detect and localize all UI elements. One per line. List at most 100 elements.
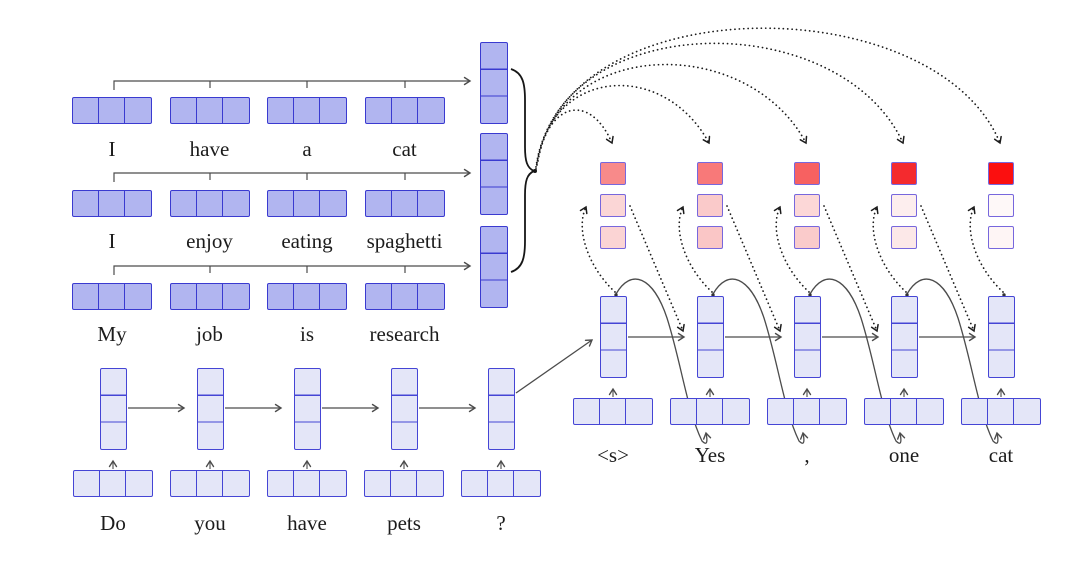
word-embedding-box — [72, 97, 152, 124]
attention-cell — [794, 162, 820, 185]
word-embedding-box — [72, 283, 152, 310]
memory-to-attention-arc-3 — [536, 63, 808, 166]
memory-word: My — [97, 322, 127, 346]
memory-word: enjoy — [186, 229, 233, 253]
attention-cell — [794, 194, 820, 217]
attention-cell — [988, 162, 1014, 185]
decoder-state-dot-2 — [711, 293, 715, 297]
encoder-state — [487, 368, 515, 450]
sentence-2-collect-ticks — [209, 173, 406, 180]
word-embedding-box — [169, 97, 250, 124]
attention-cell — [988, 194, 1014, 217]
decoder-state — [793, 296, 821, 378]
query-curve-1 — [579, 205, 616, 293]
query-curve-5 — [967, 205, 1004, 293]
output-curve-1 — [615, 278, 712, 444]
word-embedding-box — [72, 190, 152, 217]
output-curve-3 — [809, 278, 906, 444]
token-embedding-box — [267, 470, 347, 497]
word-embedding-box — [169, 283, 250, 310]
attention-cell — [600, 162, 626, 185]
word-embedding-box — [364, 97, 445, 124]
word-embedding-box — [267, 283, 347, 310]
attention-cell — [891, 194, 917, 217]
sentence-1-collect-ticks — [209, 81, 406, 88]
attention-cell — [891, 226, 917, 249]
memory-to-attention-arc-1 — [535, 109, 614, 170]
sentence-vector — [480, 226, 508, 308]
token-embedding-box — [961, 398, 1041, 425]
attention-cell — [600, 194, 626, 217]
attention-cell — [697, 194, 723, 217]
memory-brace-dot — [533, 169, 537, 173]
decoder-state-dot-4 — [905, 293, 909, 297]
encoder-token-label: ? — [496, 511, 506, 535]
decoder-state — [696, 296, 724, 378]
memory-brace — [510, 68, 537, 273]
attention-to-state-diagonal-4 — [920, 205, 976, 333]
encoder-token-label: Do — [100, 511, 126, 535]
encoder-to-decoder-arrow — [515, 339, 594, 394]
sentence-1-collect-arrow — [113, 76, 472, 90]
memory-to-attention-arc-2 — [535, 84, 711, 168]
attention-cell — [697, 226, 723, 249]
output-curve-4 — [906, 278, 1003, 444]
memory-word: a — [302, 137, 312, 161]
memory-word: I — [108, 137, 116, 161]
query-curve-3 — [773, 205, 810, 293]
sentence-vector — [480, 133, 508, 215]
attention-to-state-diagonal-3 — [823, 205, 879, 333]
memory-word: cat — [392, 137, 417, 161]
encoder-token-label: have — [287, 511, 327, 535]
token-embedding-box — [461, 470, 541, 497]
word-embedding-box — [267, 97, 347, 124]
encoder-state — [390, 368, 418, 450]
memory-word: job — [196, 322, 223, 346]
decoder-token-label: one — [888, 443, 920, 467]
token-embedding-box — [670, 398, 750, 425]
encoder-state — [293, 368, 321, 450]
memory-word: have — [189, 137, 230, 161]
decoder-token-label: cat — [988, 443, 1014, 467]
attention-cell — [988, 226, 1014, 249]
attention-cell — [794, 226, 820, 249]
sentence-3-collect-ticks — [209, 266, 406, 273]
token-embedding-box — [170, 470, 250, 497]
memory-word: eating — [281, 229, 333, 253]
word-embedding-box — [267, 190, 347, 217]
encoder-state — [196, 368, 224, 450]
sentence-2-collect-arrow — [113, 168, 472, 182]
memory-word: research — [369, 322, 440, 346]
encoder-state — [99, 368, 127, 450]
decoder-state — [890, 296, 918, 378]
sentence-3-collect-arrow — [113, 261, 472, 275]
token-embedding-box — [364, 470, 444, 497]
token-embedding-box — [73, 470, 153, 497]
attention-to-state-diagonal-1 — [629, 205, 685, 333]
decoder-state-dot-1 — [614, 293, 618, 297]
decoder-state-dot-3 — [808, 293, 812, 297]
token-embedding-box — [767, 398, 847, 425]
memory-to-attention-arc-5 — [537, 27, 1002, 162]
word-embedding-box — [169, 190, 250, 217]
attention-cell — [600, 226, 626, 249]
decoder-token-label: Yes — [694, 443, 726, 467]
sentence-vector — [480, 42, 508, 124]
memory-to-attention-arc-4 — [536, 42, 905, 164]
token-embedding-box — [864, 398, 944, 425]
word-embedding-box — [364, 283, 445, 310]
decoder-token-label: <s> — [597, 443, 629, 467]
token-embedding-box — [573, 398, 653, 425]
encoder-token-label: pets — [387, 511, 421, 535]
encoder-token-label: you — [194, 511, 226, 535]
attention-cell — [891, 162, 917, 185]
query-curve-2 — [676, 205, 713, 293]
output-curve-2 — [712, 278, 809, 444]
memory-word: spaghetti — [366, 229, 443, 253]
memory-word: is — [299, 322, 315, 346]
word-embedding-box — [364, 190, 445, 217]
decoder-token-label: , — [804, 443, 810, 467]
memory-word: I — [108, 229, 116, 253]
